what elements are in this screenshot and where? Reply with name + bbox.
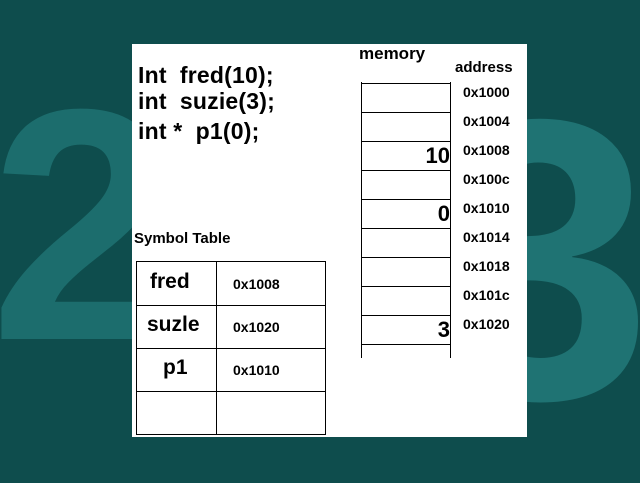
- symbol-name: suzle: [147, 313, 200, 336]
- memory-column: 10 0 3: [361, 82, 451, 358]
- symbol-address: 0x1008: [233, 276, 280, 292]
- memory-title: memory: [359, 44, 426, 63]
- memory-cell-border: [362, 315, 450, 316]
- memory-address-label: 0x1004: [463, 113, 510, 129]
- symbol-table: fred 0x1008 suzle 0x1020 p1 0x1010: [136, 261, 326, 435]
- memory-address-label: 0x100c: [463, 171, 510, 187]
- memory-address-label: 0x101c: [463, 287, 510, 303]
- memory-address-label: 0x1008: [463, 142, 510, 158]
- symbol-address: 0x1010: [233, 362, 280, 378]
- memory-cell-border: [362, 141, 450, 142]
- address-title: address: [455, 59, 513, 76]
- symbol-address: 0x1020: [233, 319, 280, 335]
- memory-cell-value: 10: [425, 143, 450, 168]
- symbol-name: p1: [163, 356, 188, 379]
- symbol-table-row-border: [137, 348, 325, 349]
- symbol-table-row-border: [137, 391, 325, 392]
- symbol-table-title: Symbol Table: [134, 230, 231, 247]
- code-line-fred: Int fred(10);: [138, 62, 274, 88]
- memory-cell-border: [362, 286, 450, 287]
- code-line-p1: int * p1(0);: [138, 118, 260, 144]
- memory-cell-border: [362, 344, 450, 345]
- memory-cell-value: 3: [437, 317, 450, 342]
- memory-address-label: 0x1000: [463, 84, 510, 100]
- memory-address-label: 0x1018: [463, 258, 510, 274]
- code-line-suzie: int suzie(3);: [138, 88, 275, 114]
- symbol-table-row-border: [137, 305, 325, 306]
- memory-cell-border: [362, 199, 450, 200]
- memory-address-label: 0x1010: [463, 200, 510, 216]
- symbol-name: fred: [150, 270, 190, 293]
- memory-cell-border: [362, 257, 450, 258]
- memory-cell-border: [362, 83, 450, 84]
- memory-cell-border: [362, 112, 450, 113]
- memory-cell-value: 0: [437, 201, 450, 226]
- memory-address-label: 0x1020: [463, 316, 510, 332]
- memory-cell-border: [362, 228, 450, 229]
- memory-cell-border: [362, 170, 450, 171]
- slide-panel: Int fred(10); int suzie(3); int * p1(0);…: [132, 44, 527, 437]
- memory-address-label: 0x1014: [463, 229, 510, 245]
